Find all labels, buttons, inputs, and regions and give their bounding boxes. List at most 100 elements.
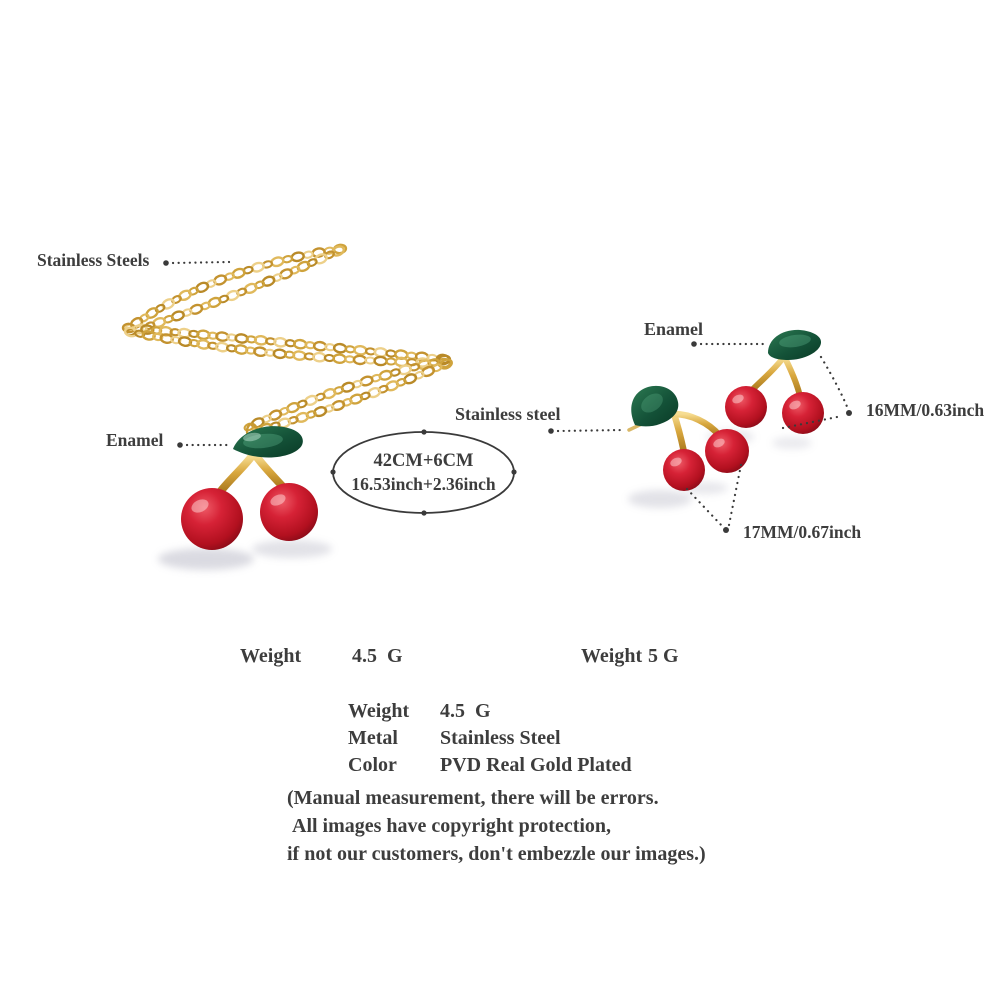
earring-stem — [670, 410, 688, 456]
chain-link — [140, 324, 155, 335]
leader-dot — [691, 341, 697, 347]
ellipse-dot — [511, 469, 517, 475]
leader-line-chain — [171, 260, 231, 265]
cherry-pendant — [158, 422, 332, 570]
pendant-leaf-highlight — [243, 433, 283, 449]
chain-link — [169, 328, 181, 337]
chain-link — [215, 341, 230, 353]
label-size-17mm: 17MM/0.67inch — [743, 522, 862, 542]
chain-length-cm: 42CM+6CM — [373, 451, 474, 471]
earring-stem — [782, 355, 803, 399]
pendant-cherry-left — [181, 488, 243, 550]
leader-dot — [723, 527, 729, 533]
ellipse-dot — [421, 429, 427, 435]
cherry-earrings — [627, 329, 824, 508]
measure-line-17mm — [685, 487, 725, 529]
necklace-chain — [121, 243, 453, 436]
chain-link — [170, 335, 182, 345]
label-earring-enamel: Enamel — [644, 319, 704, 339]
chain-link — [196, 329, 211, 341]
chain-link — [171, 295, 182, 304]
chain-link — [290, 251, 305, 263]
leader-dot — [163, 260, 169, 266]
measure-line-17mm — [727, 463, 743, 527]
cherry-specular — [732, 394, 744, 404]
chain-link — [196, 339, 211, 350]
label-chain-material: Stainless Steels — [37, 250, 150, 270]
cherry-specular — [713, 438, 725, 448]
cherry-specular — [270, 494, 286, 506]
chain-link — [373, 355, 388, 367]
chain-link — [313, 406, 328, 418]
earring-leaf-highlight — [779, 334, 811, 348]
chain-link — [295, 411, 310, 423]
earring-shadow — [628, 490, 692, 508]
leader-dot — [846, 410, 852, 416]
earring-shadow — [772, 437, 812, 449]
cherry-specular — [789, 400, 801, 410]
chain-link — [312, 351, 327, 363]
leader-dot — [177, 442, 183, 448]
earring-leaf — [631, 385, 679, 427]
chain-link — [188, 339, 200, 348]
chain-link — [145, 307, 159, 319]
ellipse-dot — [330, 469, 336, 475]
earrings-weight-label: Weight — [581, 645, 643, 667]
chain-link — [277, 417, 292, 429]
earrings-weight-value: 5 G — [648, 645, 679, 667]
disclaimer-line: if not our customers, don't embezzle our… — [287, 843, 706, 865]
spec-value: 4.5 G — [440, 700, 491, 722]
chain-link — [270, 256, 285, 268]
earring-stem — [748, 355, 786, 394]
label-earring-post: Stainless steel — [455, 404, 561, 424]
leader-dot — [548, 428, 554, 434]
cherry-specular — [670, 457, 682, 467]
earring-cherry — [663, 449, 705, 491]
pendant-leaf — [233, 426, 303, 458]
earring-leaf — [768, 329, 822, 360]
necklace-weight-label: Weight — [240, 645, 302, 667]
chain-link — [178, 289, 192, 302]
spec-label: Metal — [348, 727, 398, 749]
chain-link — [353, 344, 368, 356]
pendant-shadow — [252, 540, 332, 558]
chain-link — [139, 313, 150, 323]
length-ellipse — [332, 431, 515, 514]
necklace-weight-value: 4.5 G — [352, 645, 403, 667]
chain-link — [296, 260, 311, 273]
earring-cherry — [782, 392, 824, 434]
pendant-stem — [216, 452, 256, 496]
chain-link — [161, 298, 176, 310]
chain-link — [134, 329, 146, 338]
chain-link — [331, 245, 345, 257]
label-size-16mm: 16MM/0.63inch — [866, 400, 985, 420]
chain-length-inch: 16.53inch+2.36inch — [351, 474, 496, 494]
measure-line-16mm — [819, 355, 850, 411]
disclaimer-line: All images have copyright protection, — [292, 815, 612, 837]
label-pendant-enamel: Enamel — [106, 430, 164, 450]
spec-value: PVD Real Gold Plated — [440, 754, 632, 776]
earring-leaf-highlight — [641, 393, 663, 413]
chain-link — [159, 333, 174, 344]
chain-link — [331, 399, 346, 412]
chain-link — [279, 268, 294, 280]
pendant-stem — [252, 452, 288, 492]
spec-value: Stainless Steel — [440, 727, 561, 749]
spec-label: Weight — [348, 700, 410, 722]
chain-link — [177, 336, 193, 347]
chain-link — [373, 347, 388, 358]
earring-cherry — [705, 429, 749, 473]
disclaimer-line: (Manual measurement, there will be error… — [287, 787, 659, 809]
earring-cherry — [725, 386, 767, 428]
annotation-lines — [163, 260, 852, 533]
chain-link — [352, 354, 368, 366]
ellipse-dot — [421, 510, 427, 516]
pendant-shadow — [158, 548, 254, 570]
spec-label: Color — [348, 754, 397, 776]
chain-link — [332, 353, 347, 365]
pendant-cherry-right — [260, 483, 318, 541]
pendant-leaf-highlight — [243, 432, 261, 442]
leader-line-post — [556, 428, 626, 433]
